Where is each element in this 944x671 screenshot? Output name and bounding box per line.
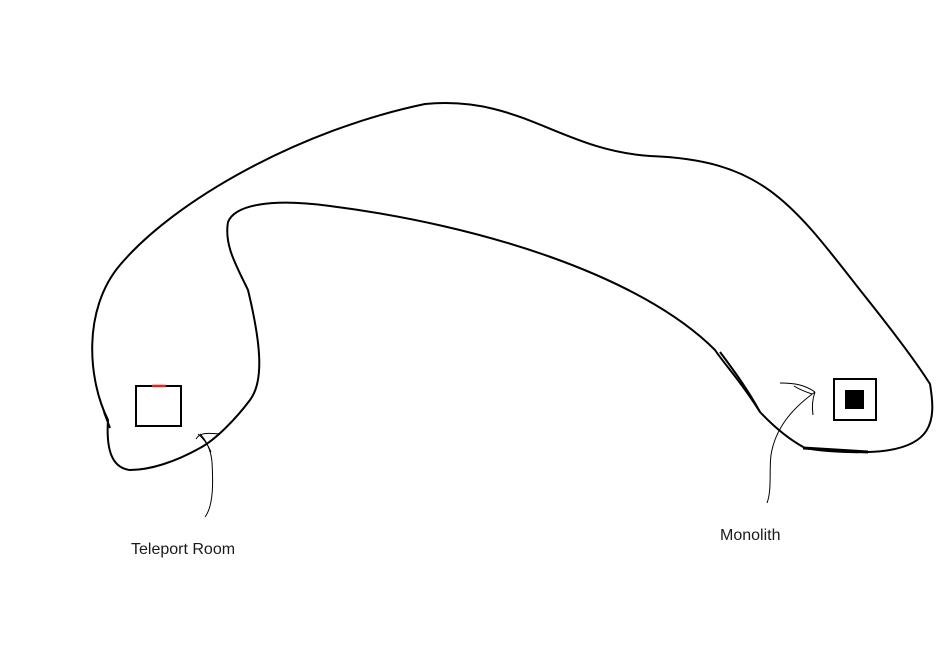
monolith-block	[845, 390, 864, 409]
wall-jitter-mid	[719, 351, 761, 413]
wall-jitter-right	[802, 446, 869, 454]
wall-jitter-left	[103, 411, 111, 429]
corridor-outer-wall	[91, 102, 934, 472]
monolith-pointer-arrow	[766, 382, 816, 504]
monolith-label: Monolith	[720, 527, 781, 544]
teleport-pointer-arrow	[195, 432, 221, 518]
teleport-room	[135, 385, 182, 427]
teleport-room-label: Teleport Room	[131, 541, 236, 558]
